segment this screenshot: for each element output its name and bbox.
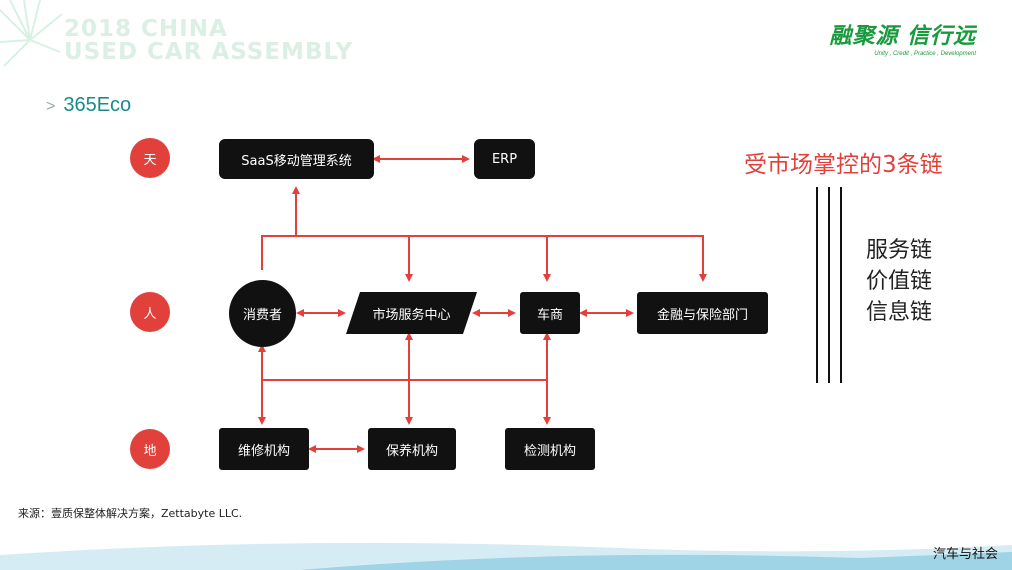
level-di: 地	[130, 429, 170, 469]
chain-item-service: 服务链	[866, 238, 933, 263]
source-footnote: 来源：壹质保整体解决方案，Zettabyte LLC.	[18, 507, 243, 520]
chevron-right-icon: >	[46, 98, 56, 115]
bus-top	[261, 235, 707, 282]
level-tian: 天	[130, 138, 170, 178]
node-market-center: 市场服务中心	[372, 307, 451, 323]
section-heading: >365Eco	[46, 94, 131, 117]
logo-slogan: Unity , Credit , Practice , Development	[874, 51, 976, 57]
node-repair: 维修机构	[219, 428, 309, 470]
chain-item-value: 价值链	[866, 269, 933, 294]
node-inspection: 检测机构	[505, 428, 595, 470]
brand-logo: 融聚源 信行远 Unity , Credit , Practice , Deve…	[829, 18, 976, 57]
node-dealer: 车商	[520, 292, 580, 334]
event-title-line2: USED CAR ASSEMBLY	[64, 39, 354, 65]
event-title: 2018 CHINA USED CAR ASSEMBLY	[64, 18, 353, 64]
node-saas: SaaS移动管理系统	[219, 139, 374, 179]
node-consumer: 消费者	[229, 280, 296, 347]
section-title: 365Eco	[63, 94, 132, 116]
watermark: 汽车与社会	[932, 547, 998, 562]
market-center-shape	[346, 292, 477, 334]
event-title-line1: 2018 CHINA	[64, 16, 228, 42]
level-ren: 人	[130, 292, 170, 332]
node-finance: 金融与保险部门	[637, 292, 768, 334]
node-maintenance: 保养机构	[368, 428, 456, 470]
logo-main-text: 融聚源 信行远	[829, 24, 976, 49]
chain-item-info: 信息链	[866, 300, 933, 325]
chains-title: 受市场掌控的3条链	[744, 152, 943, 178]
node-erp: ERP	[474, 139, 535, 179]
